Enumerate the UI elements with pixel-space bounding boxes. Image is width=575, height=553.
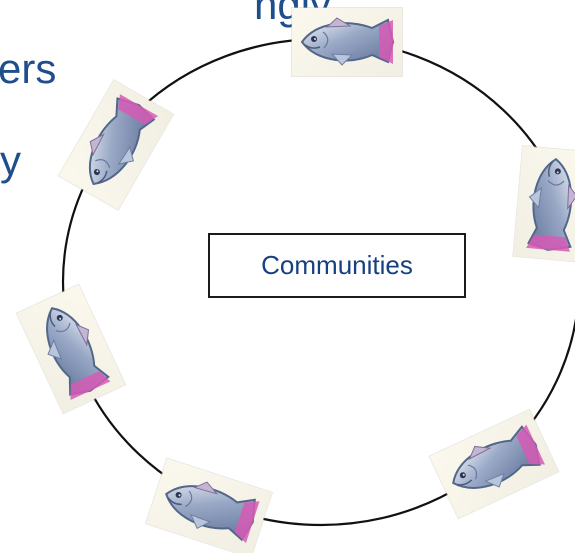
fish-icon: [165, 481, 260, 544]
cropped-bullet-fragment: ers: [0, 45, 57, 92]
fish-icon: [89, 94, 159, 186]
fish-image-4: [146, 458, 272, 553]
communities-label: Communities: [208, 233, 466, 298]
fish-image-1: [292, 8, 402, 76]
fish-image-2: [513, 146, 575, 262]
cropped-bullet-fragment: y: [0, 137, 21, 184]
fish-image-5: [16, 284, 126, 414]
fish-icon: [46, 307, 111, 400]
fish-image-6: [59, 80, 173, 210]
fish-icon: [526, 157, 575, 252]
fish-image-3: [429, 409, 559, 519]
fish-icon: [300, 17, 395, 66]
fish-icon: [452, 424, 545, 489]
